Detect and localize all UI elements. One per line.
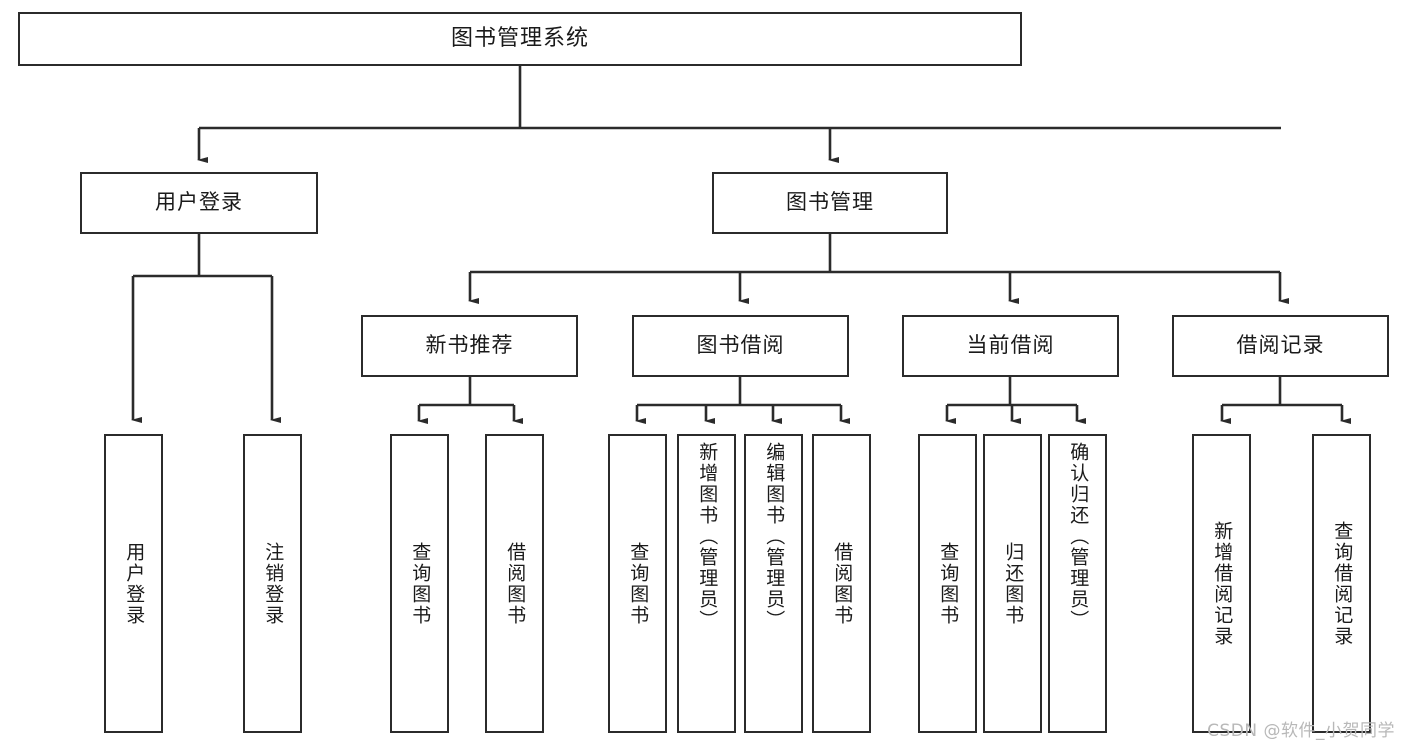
leaf-label: 查询图书: [627, 541, 650, 626]
node-root-label: 图书管理系统: [450, 25, 589, 51]
leaf-label: 借阅图书: [831, 541, 854, 626]
leaf-label: 编辑图书（管理员）: [763, 442, 786, 631]
leaf-current-borrow-confirm[interactable]: 确认归还（管理员）: [1048, 434, 1107, 733]
leaf-book-borrow-borrow[interactable]: 借阅图书: [812, 434, 871, 733]
leaf-user-login-logout[interactable]: 注销登录: [243, 434, 302, 733]
leaf-new-book-query[interactable]: 查询图书: [390, 434, 449, 733]
node-book-management[interactable]: 图书管理: [712, 172, 948, 234]
node-borrow-record-label: 借阅记录: [1236, 333, 1325, 358]
leaf-label: 新增借阅记录: [1211, 520, 1234, 647]
leaf-user-login-login[interactable]: 用户登录: [104, 434, 163, 733]
watermark-credit: CSDN @软件_小贺同学: [1207, 721, 1395, 741]
leaf-current-borrow-return[interactable]: 归还图书: [983, 434, 1042, 733]
leaf-book-borrow-edit[interactable]: 编辑图书（管理员）: [744, 434, 803, 733]
leaf-label: 归还图书: [1002, 541, 1025, 626]
leaf-book-borrow-add[interactable]: 新增图书（管理员）: [677, 434, 736, 733]
node-new-book-recommend-label: 新书推荐: [425, 333, 514, 358]
leaf-label: 确认归还（管理员）: [1067, 442, 1090, 631]
node-book-management-label: 图书管理: [786, 190, 874, 215]
node-new-book-recommend[interactable]: 新书推荐: [361, 315, 578, 377]
leaf-label: 查询借阅记录: [1331, 520, 1354, 647]
node-borrow-record[interactable]: 借阅记录: [1172, 315, 1389, 377]
leaf-label: 新增图书（管理员）: [696, 442, 719, 631]
node-current-borrow[interactable]: 当前借阅: [902, 315, 1119, 377]
node-user-login-label: 用户登录: [155, 190, 243, 215]
leaf-label: 查询图书: [937, 541, 960, 626]
node-book-borrow[interactable]: 图书借阅: [632, 315, 849, 377]
leaf-new-book-borrow[interactable]: 借阅图书: [485, 434, 544, 733]
node-user-login[interactable]: 用户登录: [80, 172, 318, 234]
node-book-borrow-label: 图书借阅: [696, 333, 785, 358]
leaf-label: 注销登录: [262, 541, 285, 626]
leaf-borrow-record-query[interactable]: 查询借阅记录: [1312, 434, 1371, 733]
node-current-borrow-label: 当前借阅: [966, 333, 1055, 358]
leaf-label: 用户登录: [123, 541, 146, 626]
leaf-borrow-record-add[interactable]: 新增借阅记录: [1192, 434, 1251, 733]
leaf-label: 借阅图书: [504, 541, 527, 626]
leaf-current-borrow-query[interactable]: 查询图书: [918, 434, 977, 733]
node-root-system[interactable]: 图书管理系统: [18, 12, 1022, 66]
leaf-label: 查询图书: [409, 541, 432, 626]
leaf-book-borrow-query[interactable]: 查询图书: [608, 434, 667, 733]
